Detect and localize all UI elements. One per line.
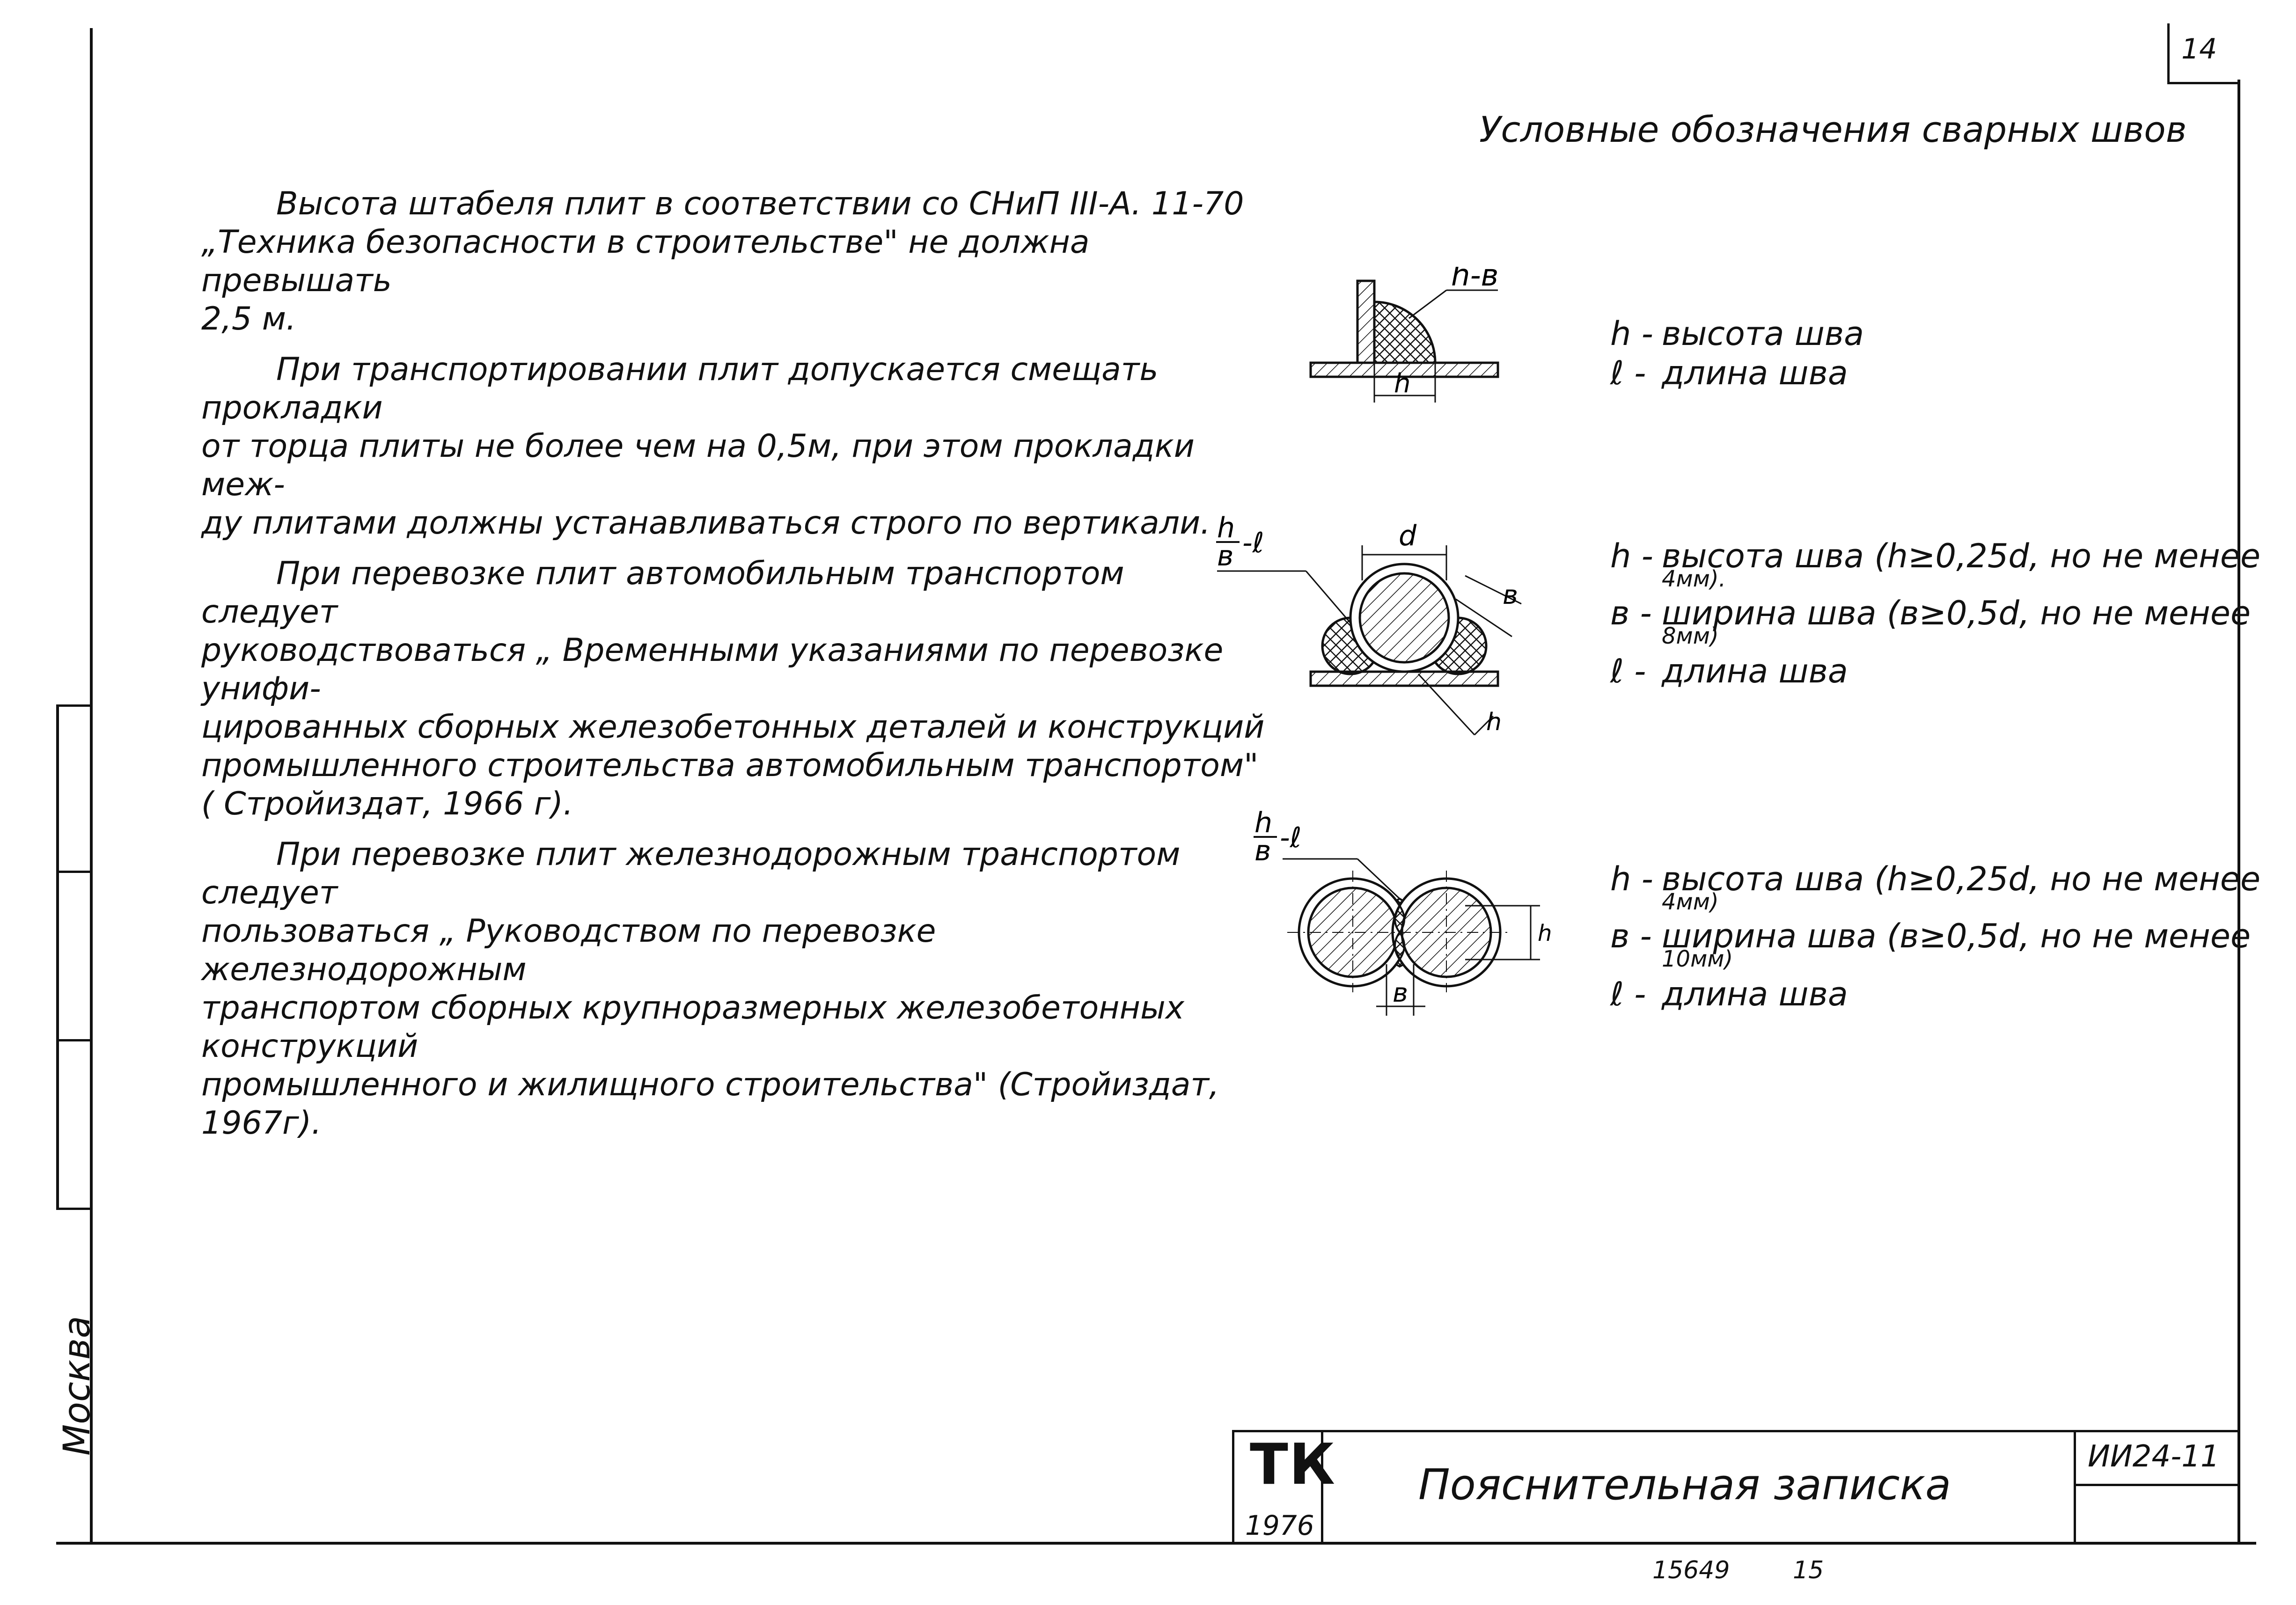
legend-row: ℓ -длина шва bbox=[1610, 975, 1848, 1013]
fraction-tail: -ℓ bbox=[1242, 527, 1264, 559]
footer-archive-number: 15649 bbox=[1652, 1556, 1730, 1584]
fraction-bottom: в bbox=[1254, 835, 1271, 867]
side-stamp-bottom bbox=[56, 1208, 91, 1210]
title-block-left bbox=[1232, 1430, 1234, 1545]
page-number: 14 bbox=[2181, 33, 2217, 66]
weld-diagram-rod-plate: h в -ℓ d в h bbox=[1216, 512, 1522, 736]
side-stamp-div1 bbox=[56, 871, 91, 873]
paragraph-rail-transport: При перевозке плит железнодорожным транс… bbox=[201, 836, 1219, 1142]
fraction-tail: -ℓ bbox=[1280, 821, 1301, 854]
side-stamp-div2 bbox=[56, 1039, 91, 1041]
footer-sheet-number: 15 bbox=[1793, 1556, 1824, 1584]
legend-row: ℓ -длина шва bbox=[1610, 652, 1848, 690]
weld-diagram-two-rods: h в -ℓ h в bbox=[1254, 806, 1552, 1016]
legend-row: h -высота шва bbox=[1610, 315, 1864, 353]
fraction-top: h bbox=[1217, 512, 1235, 544]
dim-label-h2: h bbox=[1486, 708, 1502, 736]
frame-right-border bbox=[2237, 80, 2240, 1544]
side-stamp-top bbox=[56, 704, 91, 707]
dim-label-h: h bbox=[1394, 368, 1411, 399]
notes-text: Высота штабеля плит в соответствии со СН… bbox=[201, 185, 1269, 1155]
weld-diagram-fillet: h-в h bbox=[1309, 267, 1499, 403]
fraction-top: h bbox=[1254, 806, 1272, 839]
dim-label-d: d bbox=[1399, 520, 1417, 552]
title-block-code: ИИ24-11 bbox=[2088, 1439, 2220, 1474]
dim-label-b3: в bbox=[1393, 978, 1408, 1008]
frame-left-border bbox=[90, 28, 93, 1545]
title-block-tk: ТК bbox=[1250, 1432, 1336, 1497]
paragraph-transport-shift: При транспортировании плит допускается с… bbox=[201, 351, 1210, 542]
paragraph-stack-height: Высота штабеля плит в соответствии со СН… bbox=[201, 185, 1244, 337]
page-number-box-bottom bbox=[2167, 82, 2240, 84]
title-block-year: 1976 bbox=[1245, 1510, 1314, 1541]
title-block-code-bottom bbox=[2074, 1484, 2238, 1486]
title-block-code-divider bbox=[2074, 1430, 2076, 1545]
frame-bottom-border bbox=[56, 1542, 2256, 1545]
page-number-box-left bbox=[2167, 23, 2170, 84]
legend-fillet: h -высота шва ℓ -длина шва bbox=[1610, 315, 1864, 397]
dim-label-h3: h bbox=[1538, 920, 1552, 946]
side-city-label: Москва bbox=[56, 1316, 98, 1456]
title-block-top bbox=[1232, 1430, 2238, 1432]
title-block-tk-divider bbox=[1321, 1430, 1323, 1545]
side-stamp-line bbox=[56, 704, 59, 1210]
section-title: Условные обозначения сварных швов bbox=[1479, 109, 2187, 150]
paragraph-road-transport: При перевозке плит автомобильным транспо… bbox=[201, 555, 1265, 822]
fraction-bottom: в bbox=[1217, 540, 1233, 572]
title-block-title: Пояснительная записка bbox=[1418, 1460, 1951, 1510]
dim-label-b: в bbox=[1503, 580, 1518, 610]
legend-row: ℓ -длина шва bbox=[1610, 354, 1848, 392]
weld-label-hv: h-в bbox=[1451, 267, 1498, 293]
